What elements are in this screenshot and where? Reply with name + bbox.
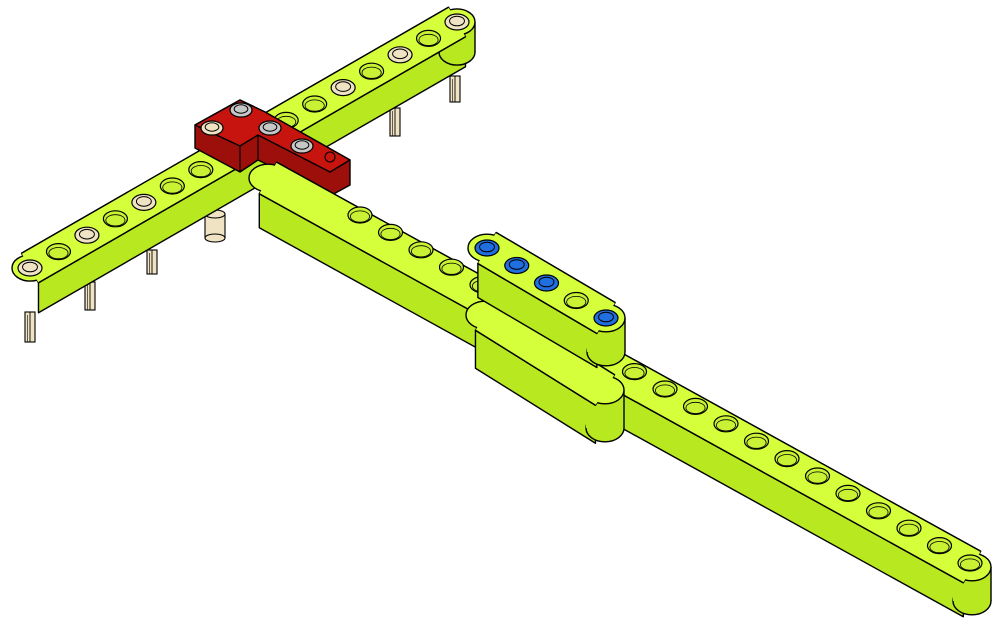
short-beam-upper-pin-head	[538, 276, 555, 288]
long-lime-beam	[248, 161, 992, 618]
tan-peg	[146, 249, 158, 275]
crossbar-hole	[302, 95, 328, 113]
crossbar-hole	[159, 177, 185, 195]
tan-peg	[449, 75, 461, 103]
long-beam-hole	[804, 467, 831, 485]
tan-peg	[389, 107, 401, 137]
crossbar-pin-head	[78, 228, 95, 240]
short-beam-upper-pin-head	[598, 311, 614, 323]
crossbar-pin-head	[392, 48, 409, 60]
long-beam-hole	[347, 206, 373, 224]
long-beam-hole	[957, 554, 983, 572]
short-beam-upper-hole	[563, 291, 589, 310]
crossbar-hole	[359, 62, 385, 80]
pegs-under-crossbar	[24, 75, 461, 343]
long-beam-hole	[621, 363, 648, 381]
crossbar-pin-head	[22, 261, 38, 273]
red-connector-body	[194, 99, 351, 197]
long-beam-hole	[682, 397, 709, 415]
long-beam-hole	[652, 380, 678, 398]
crossbar-hole	[45, 243, 72, 261]
long-beam-hole	[743, 432, 770, 450]
long-beam-hole	[896, 519, 922, 537]
long-beam-hole	[408, 241, 434, 259]
short-beam-lower	[465, 299, 625, 444]
red-connector-arm-pin-head	[262, 122, 278, 132]
short-beam-upper-pin-head	[479, 241, 495, 253]
red-connector-arm-pin-head	[294, 140, 310, 150]
short-beam-upper-pin-head	[508, 259, 525, 270]
long-beam-hole	[438, 258, 465, 276]
tan-peg	[84, 281, 96, 311]
axle-hole	[324, 151, 336, 163]
red-connector-left-pin-head	[204, 122, 220, 132]
crossbar-pin-head	[335, 81, 352, 92]
long-beam-hole	[865, 502, 892, 520]
red-connector-corner-pin-head	[233, 104, 249, 114]
crossbar-hole	[415, 29, 442, 48]
long-beam-hole	[713, 415, 739, 433]
crossbar-pin-head	[449, 15, 465, 27]
crossbar-hole	[102, 210, 129, 228]
long-beam-hole	[377, 223, 404, 241]
red-l-connector	[194, 99, 351, 197]
long-beam-hole	[835, 484, 861, 502]
short-lime-beams	[465, 231, 626, 444]
crossbar-hole	[188, 161, 214, 179]
long-beam-hole	[774, 450, 800, 468]
long-beam-hole	[926, 536, 953, 555]
tan-peg	[24, 311, 36, 343]
crossbar-pin-head	[135, 196, 152, 207]
red-connector-top	[194, 99, 351, 173]
